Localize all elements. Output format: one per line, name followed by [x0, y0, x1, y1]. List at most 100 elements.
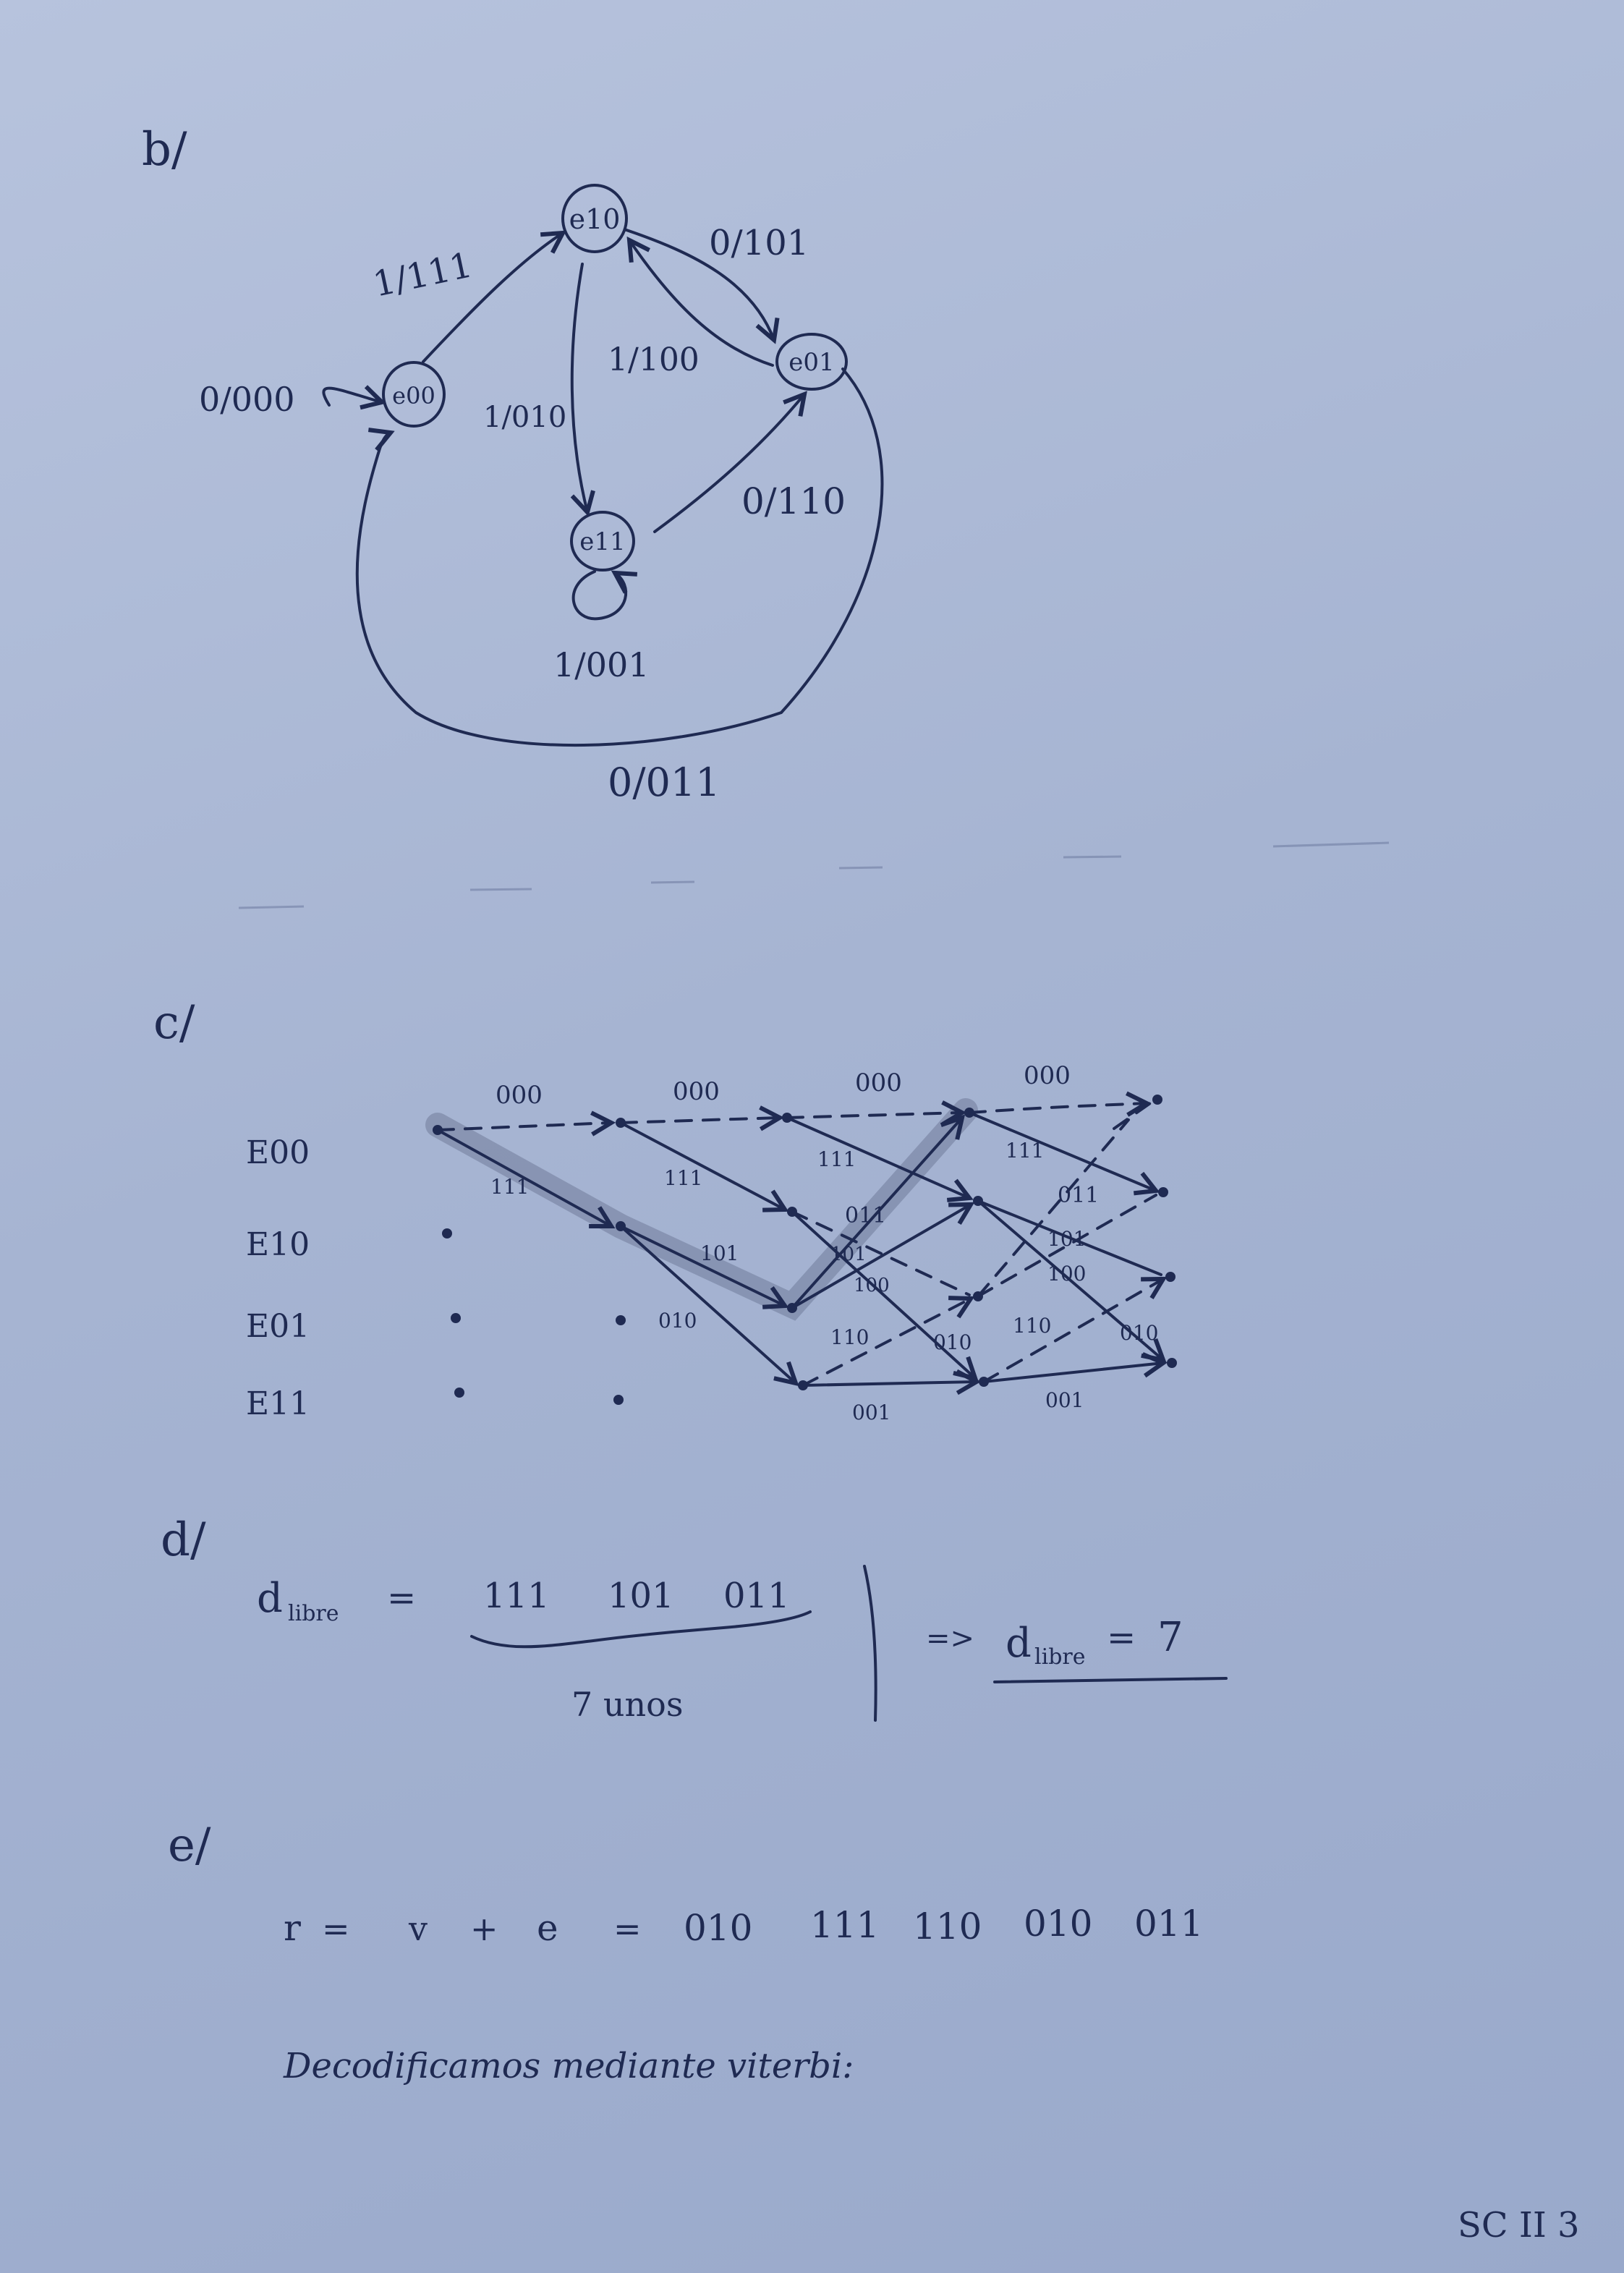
- branch-t2-000: [619, 1118, 780, 1123]
- branch-t4-111: [968, 1111, 1156, 1191]
- label-0-000: 0/000: [199, 380, 295, 419]
- result-d-symbol: d: [1006, 1620, 1032, 1667]
- branch-t3-100: [791, 1205, 971, 1309]
- label-0-110: 0/110: [741, 480, 846, 522]
- label-t1-111: 111: [490, 1175, 529, 1199]
- result-equals: =: [1107, 1618, 1136, 1658]
- label-t3-011: 011: [845, 1203, 886, 1228]
- label-t3-001: 001: [852, 1401, 890, 1424]
- transition-e01-e00: [355, 367, 884, 747]
- label-t3-010: 010: [933, 1330, 972, 1354]
- section-label-d: d/: [161, 1513, 206, 1567]
- section-label-e: e/: [168, 1819, 211, 1872]
- result-underline: [993, 1677, 1228, 1683]
- row-label-e11: E11: [246, 1385, 310, 1422]
- label-top-000-1: 000: [496, 1081, 543, 1110]
- sequence-block-3: 011: [723, 1576, 790, 1616]
- label-t4-100: 100: [1047, 1262, 1086, 1286]
- sequence-block-1: 111: [483, 1576, 550, 1616]
- svg-text:e11: e11: [579, 527, 625, 556]
- result-value: 7: [1157, 1614, 1183, 1661]
- transition-e10-e11: [572, 263, 587, 512]
- branch-t4-100: [977, 1194, 1157, 1298]
- branch-t2-101: [619, 1225, 785, 1306]
- transition-e00-self: [322, 388, 382, 405]
- label-0-011: 0/011: [608, 760, 720, 805]
- branch-t3-101: [791, 1210, 971, 1296]
- section-label-b: b/: [142, 123, 187, 177]
- transition-e01-e10: [629, 240, 774, 367]
- survivor-path-highlight: [425, 1098, 978, 1321]
- label-t3-101: 101: [700, 1241, 739, 1265]
- implies-arrow: =>: [926, 1622, 974, 1655]
- page-footer: SC II 3: [1458, 2205, 1580, 2246]
- trellis-diagram: E00 E10 E01 E11: [246, 1061, 1177, 1424]
- section-label-c: c/: [153, 996, 195, 1050]
- transition-e11-e01: [653, 394, 804, 533]
- transition-e00-e10: [422, 233, 563, 363]
- label-t3-110: 110: [830, 1325, 869, 1349]
- branch-t3-111: [786, 1116, 969, 1198]
- e-symbol: e: [537, 1907, 558, 1949]
- state-e01: e01: [775, 333, 848, 391]
- svg-text:e10: e10: [569, 203, 621, 235]
- free-distance: d libre = 111 101 011 7 unos => d libre …: [257, 1565, 1228, 1724]
- label-1-111: 1/111: [370, 245, 476, 305]
- state-e10: e10: [561, 184, 628, 253]
- dlibre-symbol: d: [257, 1575, 283, 1622]
- underbrace: [470, 1610, 812, 1649]
- branch-t4-001: [982, 1363, 1163, 1383]
- label-t4-011: 011: [1058, 1183, 1099, 1208]
- row-label-e10: E10: [246, 1226, 310, 1263]
- state-e00: e00: [382, 361, 446, 428]
- received-sequence: r = v + e = 010 111 110 010 011: [284, 1903, 1203, 1949]
- v-symbol-crossed: v: [408, 1909, 428, 1948]
- received-block-4: 010: [1024, 1903, 1092, 1945]
- label-t4-001: 001: [1045, 1388, 1084, 1412]
- label-t3-100: 100: [854, 1275, 890, 1296]
- label-1-010: 1/010: [483, 401, 566, 434]
- state-e11: e11: [570, 511, 635, 572]
- transition-e10-e01: [625, 229, 774, 340]
- branch-t3-010: [791, 1210, 975, 1378]
- branch-t3-011: [791, 1118, 962, 1309]
- label-top-000-4: 000: [1024, 1061, 1071, 1090]
- separator-strokes: [238, 841, 1390, 909]
- label-t4-101: 101: [1047, 1227, 1086, 1251]
- label-t4-010: 010: [1120, 1321, 1158, 1345]
- dlibre-subscript: libre: [288, 1601, 339, 1626]
- branch-t4-010: [977, 1199, 1163, 1360]
- eq-2: =: [613, 1909, 642, 1948]
- r-symbol: r: [284, 1907, 301, 1949]
- transition-e11-self: [571, 570, 626, 621]
- branch-t1-111: [436, 1129, 611, 1226]
- branch-t3-110: [802, 1299, 971, 1387]
- received-block-1: 010: [684, 1907, 752, 1949]
- label-top-000-3: 000: [855, 1068, 902, 1097]
- row-label-e01: E01: [246, 1308, 310, 1345]
- label-0-101: 0/101: [709, 223, 809, 263]
- received-block-5: 011: [1134, 1903, 1203, 1945]
- right-brace: [863, 1565, 877, 1722]
- result-subscript: libre: [1034, 1644, 1086, 1670]
- eq-1: =: [322, 1909, 350, 1948]
- received-block-3: 110: [913, 1906, 982, 1947]
- received-block-2: 111: [810, 1904, 879, 1946]
- label-t4-110: 110: [1013, 1314, 1051, 1338]
- plus-sign: +: [470, 1909, 498, 1948]
- trellis-nodes: [433, 1095, 1177, 1405]
- dlibre-equals: =: [387, 1578, 416, 1618]
- branch-t3-001: [802, 1382, 977, 1385]
- label-t4-111: 111: [1006, 1139, 1044, 1163]
- branch-t4-101: [977, 1199, 1162, 1276]
- branch-t4-000-tail: [1113, 1102, 1152, 1130]
- label-t2-111: 111: [664, 1166, 702, 1190]
- svg-text:e01: e01: [788, 348, 834, 377]
- svg-text:e00: e00: [392, 382, 435, 409]
- state-diagram: e10 e00 e01 e11 0/000 1/111 0/101 1/010 …: [199, 184, 884, 805]
- row-label-e00: E00: [246, 1134, 310, 1171]
- branch-t4-110: [982, 1279, 1163, 1383]
- underbrace-note: 7 unos: [571, 1685, 683, 1724]
- decode-note: Decodificamos mediante viterbi:: [283, 2046, 854, 2086]
